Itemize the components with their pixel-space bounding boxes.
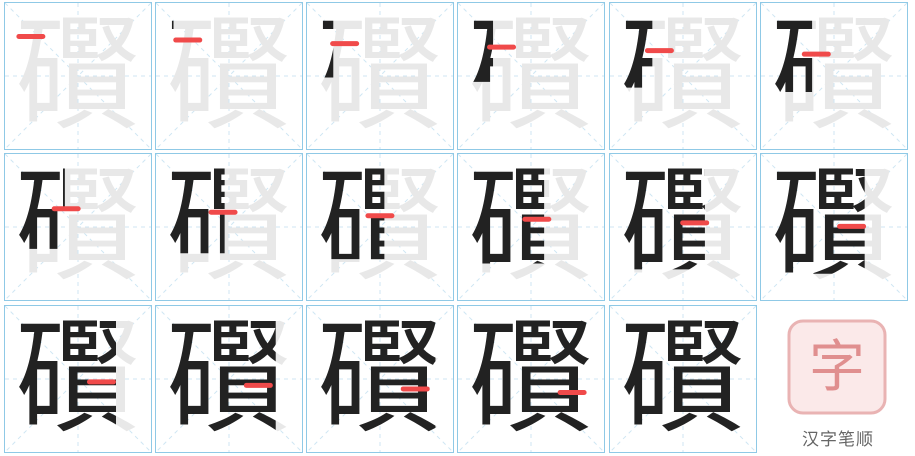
cell-guide-lines [610,306,756,452]
stroke-step-cell: 礥礥 [457,2,605,150]
stroke-step-cell: 礥礥 [4,153,152,301]
character-ghost: 礥 [771,155,896,299]
site-name: 汉字笔顺 [802,430,874,450]
cell-guide-lines [458,154,604,300]
current-stroke-highlight [16,34,46,40]
character-progress: 礥 [156,3,174,72]
character-ghost: 礥 [468,155,593,299]
current-stroke-highlight [51,206,81,212]
current-stroke-highlight [837,223,867,229]
current-stroke-highlight [330,41,360,47]
cell-guide-lines [610,154,756,300]
character-ghost: 礥 [15,155,140,299]
character-ghost: 礥 [620,4,745,148]
cell-guide-lines [156,154,302,300]
cell-guide-lines [156,3,302,149]
current-stroke-highlight [801,51,831,57]
character-progress: 礥 [15,307,140,451]
site-logo: 字 [787,319,887,415]
stroke-step-cell: 礥礥 [4,305,152,453]
cell-guide-lines [307,154,453,300]
character-ghost: 礥 [317,4,442,148]
current-stroke-highlight [173,37,203,43]
cell-guide-lines [156,306,302,452]
character-progress: 礥 [317,155,442,299]
character-progress: 礥 [5,154,65,249]
current-stroke-highlight [400,386,430,392]
character-ghost: 礥 [15,307,140,451]
character-ghost: 礥 [620,155,745,299]
cell-guide-lines [5,154,151,300]
stroke-step-cell: 礥礥 [760,153,908,301]
character-ghost: 礥 [166,155,291,299]
stroke-step-cell: 礥礥 [306,2,454,150]
character-progress: 礥 [761,3,812,92]
character-ghost: 礥 [317,307,442,451]
character-ghost: 礥 [468,4,593,148]
character-progress: 礥 [307,3,333,77]
character-progress: 礥 [620,155,745,299]
current-stroke-highlight [680,220,710,226]
cell-guide-lines [458,3,604,149]
cell-guide-lines [307,3,453,149]
cell-guide-lines [5,3,151,149]
current-stroke-highlight [522,216,552,222]
stroke-step-cell: 礥礥 [609,153,757,301]
character-ghost: 礥 [620,307,745,451]
character-progress: 礥 [166,307,291,451]
cell-guide-lines [761,154,907,300]
cell-guide-lines [610,3,756,149]
character-progress: 礥 [156,154,225,253]
cell-guide-lines [458,306,604,452]
current-stroke-highlight [487,44,517,50]
character-progress: 礥 [317,307,442,451]
character-ghost: 礥 [468,307,593,451]
cell-guide-lines [5,306,151,452]
character-ghost: 礥 [15,4,140,148]
stroke-step-cell: 礥礥 [457,153,605,301]
character-progress: 礥 [771,155,896,299]
stroke-step-cell: 礥礥 [609,305,757,453]
character-progress: 礥 [458,3,493,82]
current-stroke-highlight [365,213,395,219]
current-stroke-highlight [557,389,587,395]
logo-glyph: 字 [809,335,865,400]
character-ghost: 礥 [317,155,442,299]
character-progress: 礥 [610,3,652,88]
current-stroke-highlight [208,209,238,215]
character-progress: 礥 [468,307,593,451]
stroke-step-cell: 礥礥 [609,2,757,150]
current-stroke-highlight [86,379,116,385]
character-ghost: 礥 [771,4,896,148]
stroke-step-cell: 礥礥 [457,305,605,453]
stroke-step-cell: 礥礥 [306,153,454,301]
stroke-step-cell: 礥礥 [155,305,303,453]
current-stroke-highlight [644,48,674,54]
current-stroke-highlight [243,382,273,388]
stroke-step-cell: 礥礥 [155,153,303,301]
stroke-step-cell: 礥礥 [4,2,152,150]
character-ghost: 礥 [166,4,291,148]
character-progress: 礥 [468,155,593,299]
stroke-step-cell: 礥礥 [760,2,908,150]
character-progress: 礥 [620,307,745,451]
cell-guide-lines [307,306,453,452]
character-ghost: 礥 [166,307,291,451]
stroke-step-cell: 礥礥 [155,2,303,150]
stroke-step-cell: 礥礥 [306,305,454,453]
cell-guide-lines [761,3,907,149]
